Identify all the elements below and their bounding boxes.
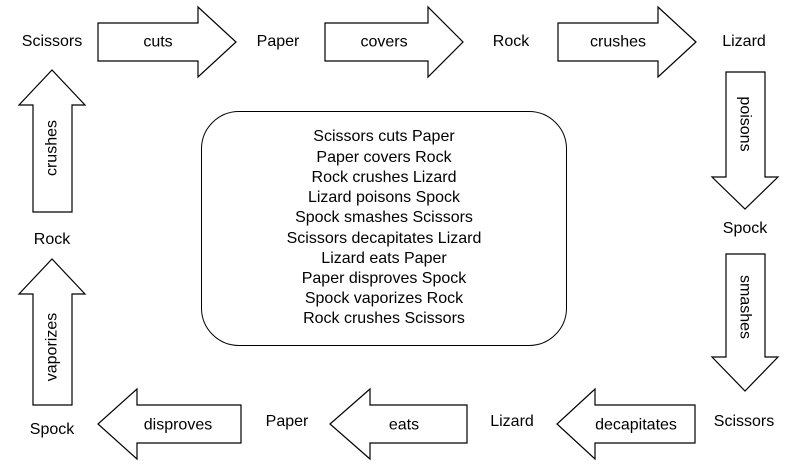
arrow-vaporizes-label: vaporizes: [44, 313, 61, 381]
node-rock-top: Rock: [492, 33, 530, 50]
arrow-vaporizes: vaporizes: [17, 258, 87, 406]
arrow-covers: covers: [324, 5, 464, 79]
rule-line: Lizard eats Paper: [321, 249, 447, 267]
node-rock-left: Rock: [33, 231, 71, 248]
arrow-crushes-scissors-shape: [17, 69, 87, 213]
rule-line: Paper covers Rock: [316, 148, 452, 166]
node-paper-top: Paper: [256, 33, 300, 50]
arrow-cuts-shape: [97, 5, 237, 79]
arrow-cuts-label: cuts: [143, 34, 172, 51]
arrow-covers-shape: [324, 5, 464, 79]
arrow-smashes-shape: [710, 253, 780, 392]
rule-line: Spock smashes Scissors: [295, 209, 473, 227]
arrow-crushes-lizard: crushes: [557, 5, 697, 79]
arrow-covers-label: covers: [360, 34, 407, 51]
node-paper-bottom: Paper: [265, 413, 309, 430]
arrow-cuts: cuts: [97, 5, 237, 79]
node-scissors-bottom: Scissors: [713, 413, 775, 430]
arrow-decapitates-shape: [556, 387, 696, 461]
node-lizard-top: Lizard: [722, 33, 766, 50]
arrow-disproves-label: disproves: [144, 417, 212, 434]
arrow-eats-label: eats: [389, 417, 419, 434]
rule-line: Paper disproves Spock: [301, 269, 467, 287]
rule-line: Scissors decapitates Lizard: [286, 229, 482, 247]
rule-line: Spock vaporizes Rock: [304, 290, 464, 308]
arrow-poisons-shape: [710, 71, 780, 210]
arrow-crushes-lizard-label: crushes: [590, 34, 646, 51]
node-scissors-top: Scissors: [21, 33, 83, 50]
arrow-eats-shape: [329, 387, 468, 461]
node-spock-bottom: Spock: [29, 421, 75, 438]
node-spock-right: Spock: [722, 220, 768, 237]
rule-line: Lizard poisons Spock: [307, 189, 461, 207]
arrow-crushes-scissors-label: crushes: [44, 120, 61, 176]
arrow-disproves: disproves: [97, 387, 242, 461]
arrow-decapitates-label: decapitates: [595, 417, 677, 434]
rule-line: Rock crushes Lizard: [311, 168, 457, 186]
arrow-disproves-shape: [97, 387, 242, 461]
arrow-smashes: smashes: [710, 253, 780, 392]
rules-box: Scissors cuts Paper Paper covers Rock Ro…: [201, 111, 567, 346]
node-lizard-bottom: Lizard: [490, 413, 534, 430]
arrow-vaporizes-shape: [17, 258, 87, 406]
arrow-poisons-label: poisons: [737, 96, 754, 151]
arrow-smashes-label: smashes: [737, 275, 754, 339]
rule-line: Scissors cuts Paper: [313, 128, 455, 146]
rule-line: Rock crushes Scissors: [303, 310, 465, 328]
arrow-decapitates: decapitates: [556, 387, 696, 461]
arrow-poisons: poisons: [710, 71, 780, 210]
arrow-crushes-lizard-shape: [557, 5, 697, 79]
arrow-crushes-scissors: crushes: [17, 69, 87, 213]
arrow-eats: eats: [329, 387, 468, 461]
